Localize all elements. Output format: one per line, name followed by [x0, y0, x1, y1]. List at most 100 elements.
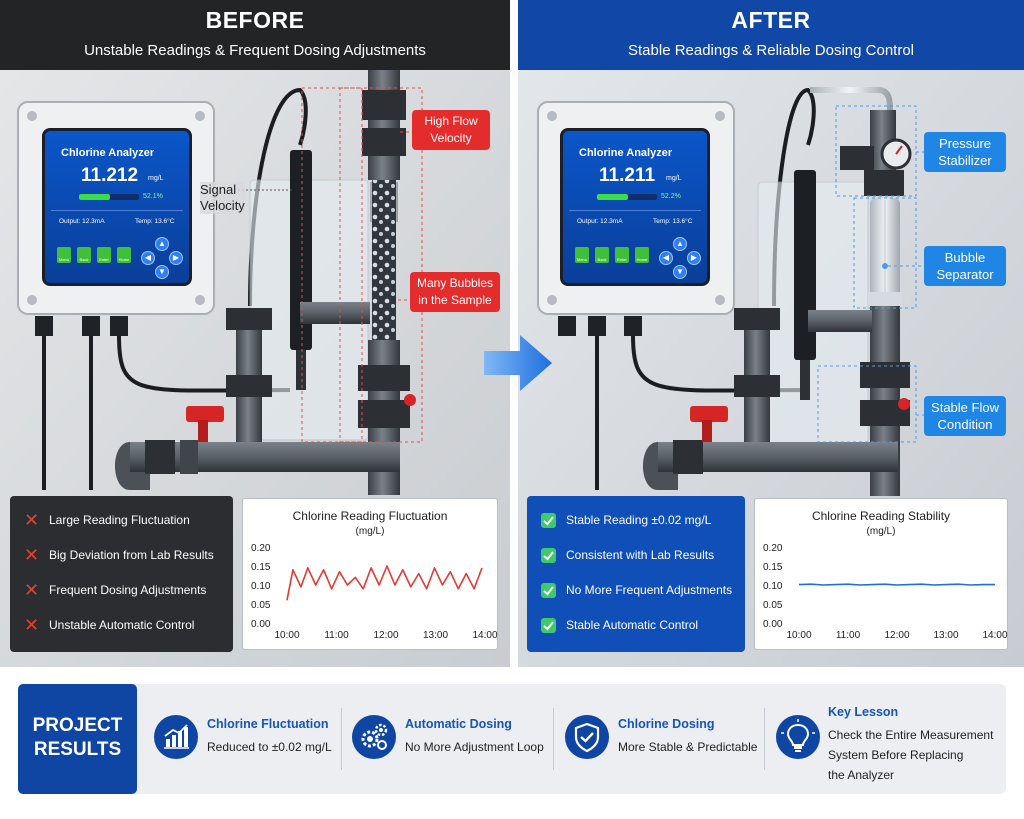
arrow-up-icon[interactable]: ▲: [155, 237, 169, 251]
result-desc: More Stable & Predictable: [618, 740, 758, 754]
bubble-separator-flag: Bubble Separator: [924, 246, 1006, 286]
x-tick-label: 14:00: [472, 630, 497, 641]
series-line: [286, 565, 483, 601]
back-button[interactable]: Back: [77, 247, 91, 263]
analyzer-level-fill: [79, 194, 111, 200]
y-tick-label: 0.15: [251, 562, 271, 573]
result-title: Chlorine Fluctuation: [207, 717, 329, 731]
divider: [553, 708, 554, 770]
after-panel: AFTER Stable Readings & Reliable Dosing …: [518, 0, 1024, 667]
analyzer-temp: Temp: 13.6°C: [135, 218, 175, 225]
chart-icon: [154, 715, 198, 759]
analyzer-percent: 52.2%: [661, 193, 681, 200]
y-tick-label: 0.00: [251, 619, 271, 630]
y-tick-label: 0.05: [763, 600, 783, 611]
home-button[interactable]: Home: [117, 247, 131, 263]
analyzer-divider: [51, 210, 183, 211]
x-tick-label: 10:00: [274, 630, 299, 641]
analyzer-level-bar: [597, 194, 657, 200]
analyzer-title: Chlorine Analyzer: [61, 147, 155, 159]
before-issues-list: ✕ Large Reading Fluctuation ✕ Big Deviatio…: [10, 496, 233, 652]
menu-button[interactable]: Menu: [57, 247, 71, 263]
analyzer-level-bar: [79, 194, 139, 200]
arrow-left-icon[interactable]: ◀: [141, 251, 155, 265]
check-icon: [541, 582, 556, 598]
y-tick-label: 0.05: [251, 600, 271, 611]
cross-icon: ✕: [24, 544, 40, 565]
enter-button[interactable]: Enter: [615, 247, 629, 263]
issue-text: Large Reading Fluctuation: [49, 513, 190, 527]
result-item-dosing: Automatic Dosing No More Adjustment Loop: [352, 684, 552, 794]
chart-title: Chlorine Reading Fluctuation: [292, 509, 448, 523]
menu-button[interactable]: Menu: [575, 247, 589, 263]
result-desc: No More Adjustment Loop: [405, 740, 544, 754]
list-item: ✕Frequent Dosing Adjustments: [24, 580, 206, 600]
check-icon: [541, 547, 556, 563]
home-button[interactable]: Home: [635, 247, 649, 263]
list-item: Stable Reading ±0.02 mg/L: [541, 510, 711, 530]
y-tick-label: 0.20: [763, 543, 783, 554]
analyzer-unit: mg/L: [666, 175, 682, 182]
list-item: ✕ Big Deviation from Lab Results: [24, 545, 214, 565]
cross-icon: ✕: [24, 614, 40, 635]
y-tick-label: 0.00: [763, 619, 783, 630]
after-installation-photo: Chlorine Analyzer 11.211 mg/L 52.2% Outp…: [518, 70, 1024, 667]
issue-text: Unstable Automatic Control: [49, 618, 195, 632]
analyzer-reading: 11.211: [599, 165, 656, 186]
list-item: Consistent with Lab Results: [541, 545, 714, 565]
project-results-bar: PROJECT RESULTS Chlorine Fluctuation Red…: [18, 684, 1006, 794]
y-tick-label: 0.20: [251, 543, 271, 554]
arrow-down-icon[interactable]: ▼: [673, 265, 687, 279]
chart-ylabel: (mg/L): [355, 526, 385, 537]
analyzer-divider: [569, 210, 701, 211]
x-tick-label: 13:00: [933, 630, 958, 641]
result-desc: Check the Entire Measurement System Befo…: [828, 728, 994, 782]
x-tick-label: 13:00: [423, 630, 448, 641]
analyzer-level-fill: [597, 194, 629, 200]
arrow-down-icon[interactable]: ▼: [155, 265, 169, 279]
result-title: Key Lesson: [828, 705, 899, 719]
x-tick-label: 14:00: [982, 630, 1007, 641]
arrow-up-icon[interactable]: ▲: [673, 237, 687, 251]
after-analyzer-screen: Chlorine Analyzer 11.211 mg/L 52.2% Outp…: [560, 128, 710, 286]
benefit-text: Stable Reading ±0.02 mg/L: [566, 513, 712, 527]
analyzer-reading: 11.212: [81, 165, 139, 186]
arrow-right-icon: [484, 335, 552, 391]
x-tick-label: 12:00: [373, 630, 398, 641]
gears-icon: [352, 715, 396, 759]
issue-text: Big Deviation from Lab Results: [49, 548, 214, 562]
chart-title: Chlorine Reading Stability: [811, 509, 951, 523]
x-tick-label: 12:00: [884, 630, 909, 641]
stable-flow-flag: Stable Flow Condition: [924, 396, 1006, 436]
pressure-stabilizer-flag: Pressure Stabilizer: [924, 132, 1006, 172]
result-item-chlorine-dosing: Chlorine Dosing More Stable & Predictabl…: [565, 684, 765, 794]
before-analyzer-screen: Chlorine Analyzer 11.212 mg/L 52.1% Outp…: [42, 128, 192, 286]
result-title: Chlorine Dosing: [618, 717, 715, 731]
list-item: Stable Automatic Control: [541, 615, 698, 635]
benefit-text: Consistent with Lab Results: [566, 548, 715, 562]
result-title: Automatic Dosing: [405, 717, 512, 731]
series-line: [798, 583, 995, 586]
analyzer-unit: mg/L: [148, 175, 164, 182]
arrow-right-icon[interactable]: ▶: [687, 251, 701, 265]
before-subtitle: Unstable Readings & Frequent Dosing Adju…: [84, 42, 426, 59]
arrow-left-icon[interactable]: ◀: [659, 251, 673, 265]
divider: [764, 708, 765, 770]
list-item: No More Frequent Adjustments: [541, 580, 732, 600]
result-item-fluctuation: Chlorine Fluctuation Reduced to ±0.02 mg…: [154, 684, 344, 794]
shield-check-icon: [565, 715, 609, 759]
after-subtitle: Stable Readings & Reliable Dosing Contro…: [628, 42, 914, 59]
back-button[interactable]: Back: [595, 247, 609, 263]
issue-text: Frequent Dosing Adjustments: [49, 583, 207, 597]
many-bubbles-flag: Many Bubbles in the Sample: [410, 272, 500, 312]
signal-velocity-label: Signal Velocity: [200, 182, 245, 214]
before-header: BEFORE Unstable Readings & Frequent Dosi…: [0, 0, 510, 70]
x-tick-label: 10:00: [786, 630, 811, 641]
arrow-right-icon[interactable]: ▶: [169, 251, 183, 265]
x-tick-label: 11:00: [836, 630, 861, 641]
enter-button[interactable]: Enter: [97, 247, 111, 263]
